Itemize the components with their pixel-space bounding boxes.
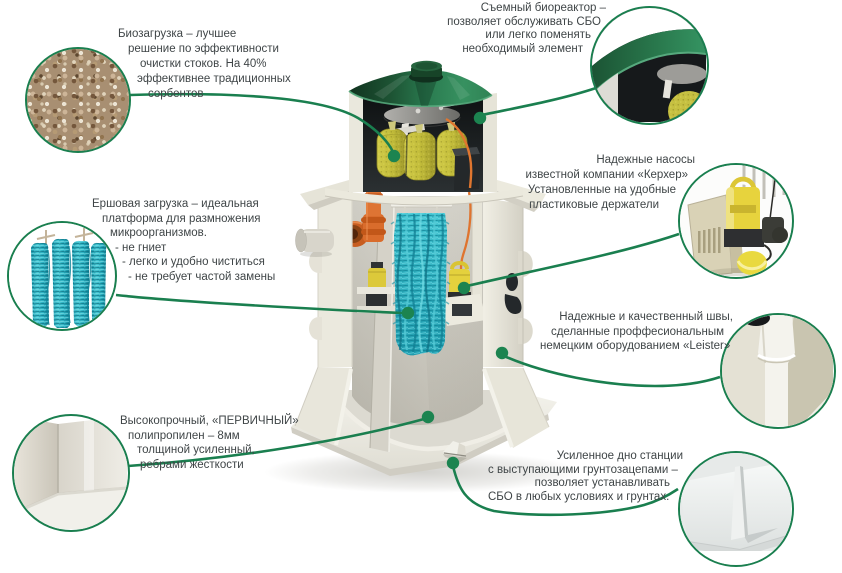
connector-brush <box>115 293 404 315</box>
annotation-line: Надежные насосы <box>596 154 695 166</box>
annotation-brush-media: Ершовая загрузка – идеальная платформа д… <box>85 197 275 284</box>
callout-photo-polypropylene-corner <box>12 414 130 532</box>
annotation-line: - не гниет <box>115 241 167 254</box>
karcher-pump-image <box>680 165 791 276</box>
annotation-line: немецким оборудованием «Leister» <box>540 340 731 352</box>
connector-dots <box>387 111 509 470</box>
annotation-line: сделанные проффесиональным <box>550 325 724 338</box>
callout-photo-biomedia <box>25 47 131 153</box>
weld-seam-image <box>722 315 833 426</box>
annotation-biomedia: Биозагрузка – лучшее решение по эффектив… <box>110 27 300 102</box>
brush-media <box>390 199 452 356</box>
annotation-line: пластиковые держатели <box>529 199 659 211</box>
connector-bioreactor <box>481 86 597 117</box>
annotation-line: очистки стоков. На 40% <box>140 58 267 70</box>
annotation-line: платформа для размножения <box>102 212 261 225</box>
annotation-line: Ершовая загрузка – идеальная <box>92 198 259 210</box>
annotation-pumps: Надежные насосы известной компании «Керх… <box>515 153 696 213</box>
annotation-line: Биозагрузка – лучшее <box>118 28 237 40</box>
callout-photo-bioreactor-lid <box>590 6 709 125</box>
callout-photo-karcher-pump <box>678 163 794 279</box>
annotation-line: известной компании «Керхер» <box>525 169 689 181</box>
annotation-line: Надежные и качественный швы, <box>559 311 733 323</box>
skirt <box>294 366 550 448</box>
annotation-seams: Надежные и качественный швы, сделанные п… <box>540 310 733 354</box>
connector-biomedia <box>129 92 395 153</box>
annotation-line: Усиленное дно станции <box>556 450 683 462</box>
bioreactor-lid-image <box>592 8 706 122</box>
annotation-line: Съемный биореактор – <box>480 2 606 14</box>
annotation-line: ребрами жесткости <box>140 458 244 471</box>
dot-pumps <box>457 281 471 295</box>
annotation-line: позволяет обслуживать СБО <box>447 15 601 28</box>
dot-biomedia <box>387 149 401 163</box>
annotation-bottom: Усиленное дно станции с выступающими гру… <box>488 450 683 505</box>
connector-pumps <box>466 232 680 288</box>
dot-floor <box>421 410 435 424</box>
annotation-line: СБО в любых условиях и грунтах. <box>488 491 670 504</box>
left-pump <box>357 262 395 313</box>
callout-photo-reinforced-bottom <box>678 451 794 567</box>
callout-photo-brush-media <box>7 221 117 331</box>
connector-seams <box>503 354 721 388</box>
annotation-line: микроорганизмов. <box>110 227 207 239</box>
connector-bottom <box>451 465 679 517</box>
reinforced-bottom-image <box>680 453 791 564</box>
annotation-line: необходимый элемент <box>462 42 583 55</box>
grouser-fin <box>443 441 467 462</box>
annotation-line: решение по эффективности <box>128 43 279 55</box>
annotation-line: Установленные на удобные <box>527 184 676 196</box>
annotation-line: или легко поменять <box>485 29 591 41</box>
annotation-line: - легко и удобно чиститься <box>122 256 265 268</box>
brush-media-image <box>9 223 114 328</box>
inlet-stub <box>295 228 334 257</box>
annotation-line: эффективнее традиционных <box>137 73 291 85</box>
dot-seams <box>495 346 509 360</box>
polypropylene-corner-image <box>14 416 127 529</box>
annotation-line: Высокопрочный, «ПЕРВИЧНЫЙ» <box>120 415 299 427</box>
connector-polypropylene <box>127 417 425 468</box>
ledge <box>300 180 546 212</box>
annotation-polypropylene: Высокопрочный, «ПЕРВИЧНЫЙ» полипропилен … <box>120 414 300 472</box>
annotation-line: сорбентов <box>148 88 204 100</box>
annotation-line: с выступающими грунтозацепами – <box>488 463 678 476</box>
lid <box>348 60 493 108</box>
biomedia-gravel-image <box>27 49 129 151</box>
right-pump <box>441 191 486 326</box>
connectors <box>115 86 721 517</box>
callout-photo-weld-seam <box>720 313 836 429</box>
dot-bioreactor <box>473 111 487 125</box>
dot-brush <box>401 306 415 320</box>
annotation-line: - не требует частой замены <box>128 270 276 283</box>
dot-bottom <box>446 456 460 470</box>
annotation-line: позволяет устанавливать <box>534 477 670 490</box>
annotation-line: толщиной усиленный, <box>137 444 255 456</box>
annotation-bioreactor: Съемный биореактор – позволяет обслужива… <box>440 2 606 56</box>
annotation-line: полипропилен – 8мм <box>128 429 240 442</box>
